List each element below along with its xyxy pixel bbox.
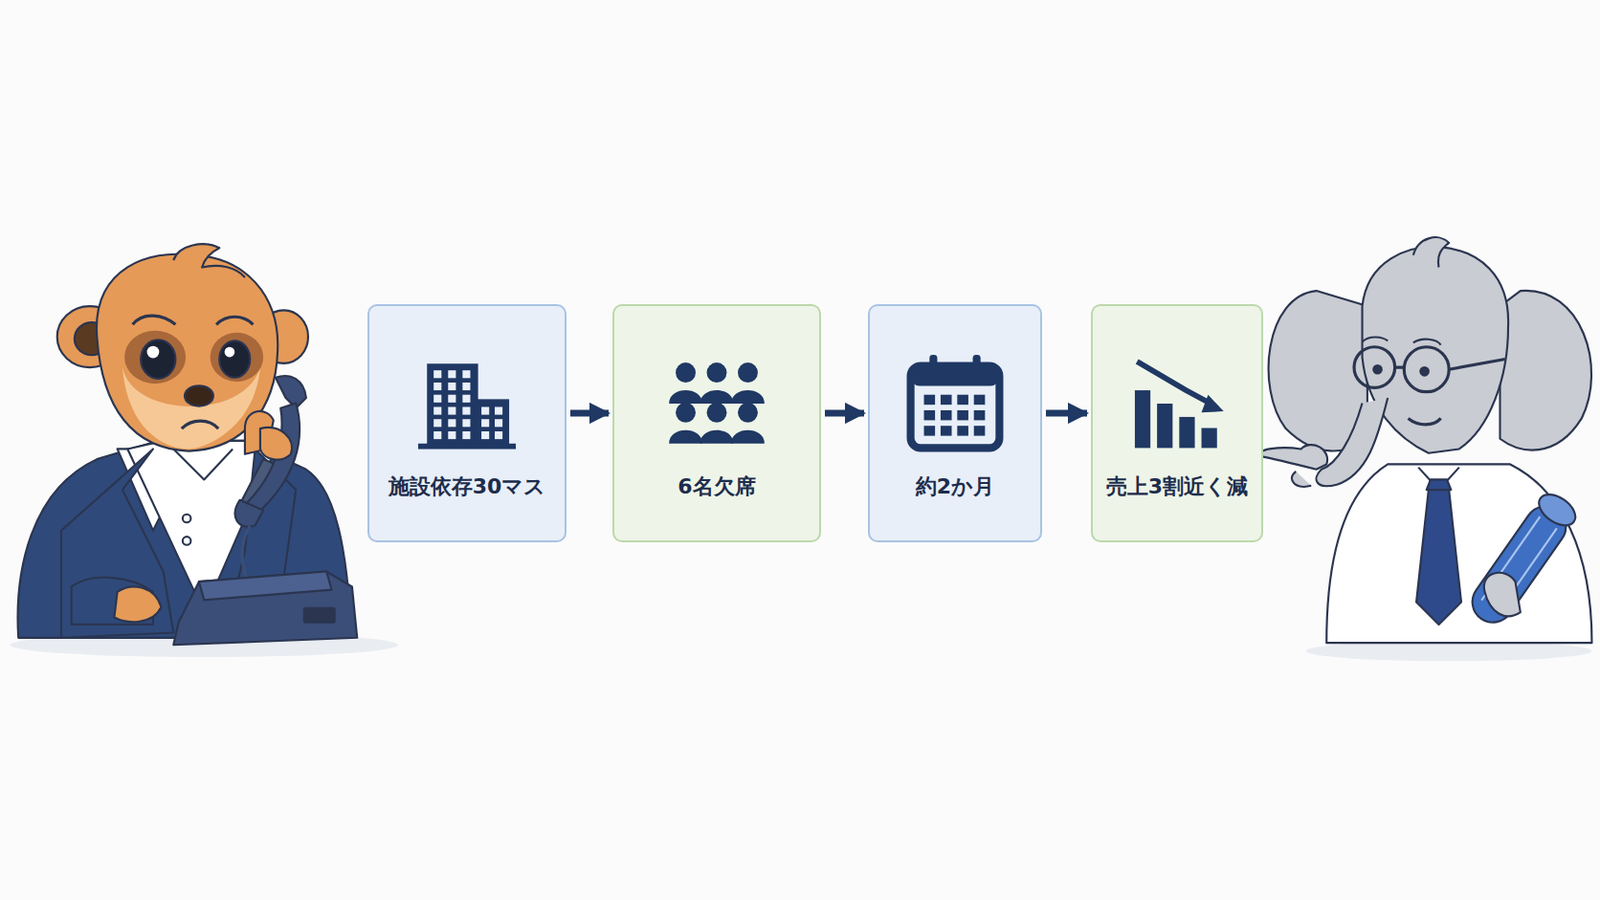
box-icon (899, 348, 1011, 460)
box-label: 約2か月 (869, 474, 1041, 500)
box-label: 6名欠席 (614, 474, 820, 500)
box-label: 売上3割近く減 (1092, 474, 1262, 500)
flow-arrow (824, 410, 865, 418)
box-icon (411, 348, 523, 460)
elephant-figure (1259, 237, 1592, 662)
box-icon (661, 348, 773, 460)
process-box: 約2か月 (867, 304, 1043, 543)
process-box: 売上3割近く減 (1090, 304, 1264, 543)
process-box: 6名欠席 (612, 304, 822, 543)
box-icon (1121, 348, 1233, 460)
flow-arrow (1045, 410, 1088, 418)
box-label: 施設依存30マス (369, 474, 565, 500)
flow-arrow (570, 410, 609, 418)
process-box: 施設依存30マス (367, 304, 567, 543)
meerkat-figure (10, 244, 399, 658)
